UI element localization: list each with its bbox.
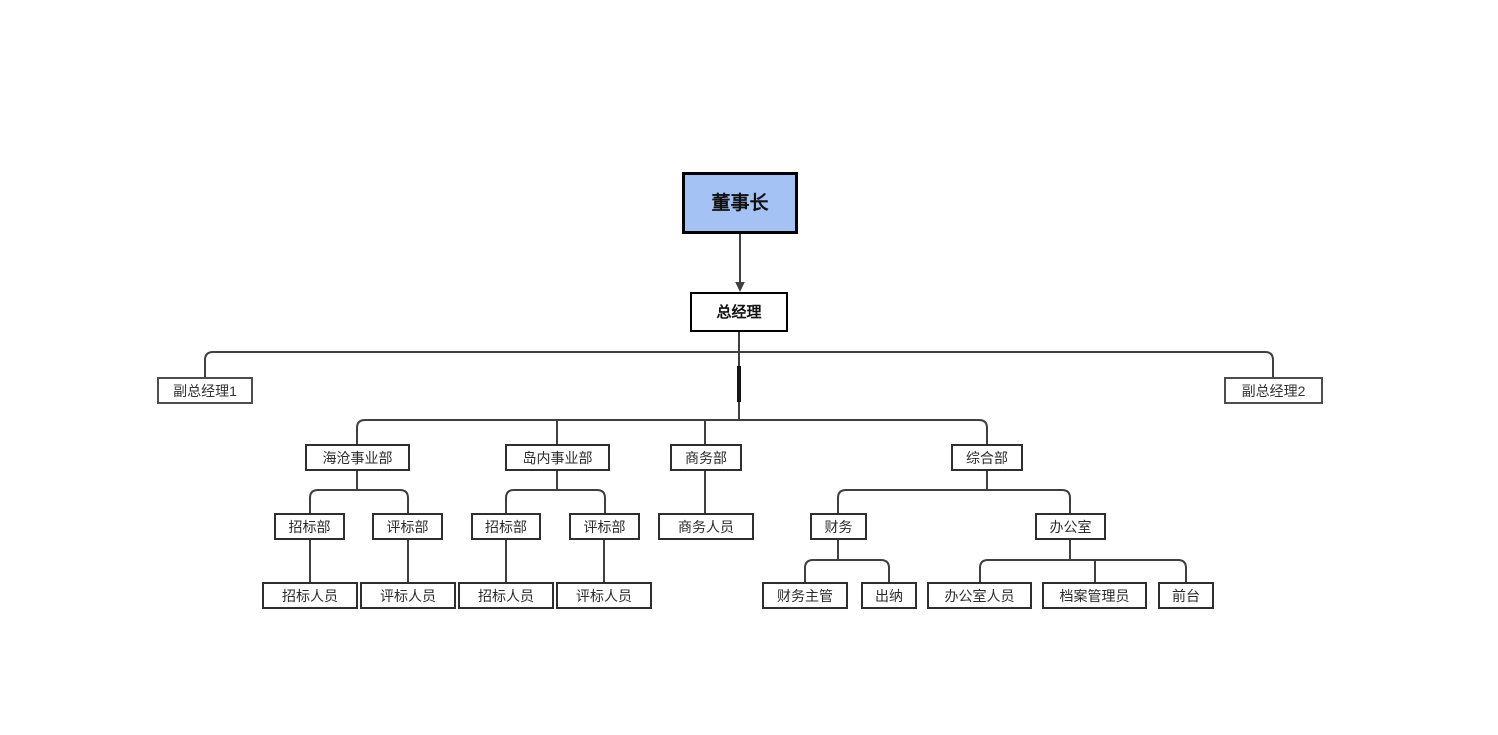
node-island-bidding-dept[interactable]: 招标部 [471, 513, 541, 540]
node-haicang-bidding-dept[interactable]: 招标部 [274, 513, 345, 540]
rail-affairs-children [837, 489, 1071, 513]
node-finance-supervisor[interactable]: 财务主管 [762, 582, 848, 609]
node-office[interactable]: 办公室 [1035, 513, 1106, 540]
node-chairman[interactable]: 董事长 [682, 172, 798, 234]
rail-deputies [204, 351, 1274, 377]
node-office-staff[interactable]: 办公室人员 [927, 582, 1032, 609]
arrowhead-gm [735, 282, 745, 292]
node-business-dept[interactable]: 商务部 [670, 444, 742, 471]
rail-haicang-children [309, 489, 409, 513]
node-deputy-gm-2[interactable]: 副总经理2 [1224, 377, 1323, 404]
node-cashier[interactable]: 出纳 [861, 582, 917, 609]
rail-departments [356, 419, 988, 444]
rail-office-children [979, 559, 1187, 582]
node-haicang-evaluation-dept[interactable]: 评标部 [372, 513, 443, 540]
node-reception[interactable]: 前台 [1158, 582, 1214, 609]
node-haicang-division[interactable]: 海沧事业部 [305, 444, 410, 471]
node-business-staff[interactable]: 商务人员 [658, 513, 754, 540]
node-deputy-gm-1[interactable]: 副总经理1 [157, 377, 253, 404]
node-haicang-bidding-staff[interactable]: 招标人员 [262, 582, 358, 609]
node-archives-manager[interactable]: 档案管理员 [1042, 582, 1147, 609]
node-island-division[interactable]: 岛内事业部 [505, 444, 610, 471]
node-island-bidding-staff[interactable]: 招标人员 [458, 582, 554, 609]
node-finance[interactable]: 财务 [810, 513, 867, 540]
node-general-manager[interactable]: 总经理 [690, 292, 788, 332]
node-general-affairs-dept[interactable]: 综合部 [951, 444, 1023, 471]
node-island-evaluation-dept[interactable]: 评标部 [569, 513, 640, 540]
rail-finance-children [804, 559, 890, 582]
rail-island-children [505, 489, 606, 513]
node-island-evaluation-staff[interactable]: 评标人员 [556, 582, 652, 609]
node-haicang-evaluation-staff[interactable]: 评标人员 [360, 582, 456, 609]
